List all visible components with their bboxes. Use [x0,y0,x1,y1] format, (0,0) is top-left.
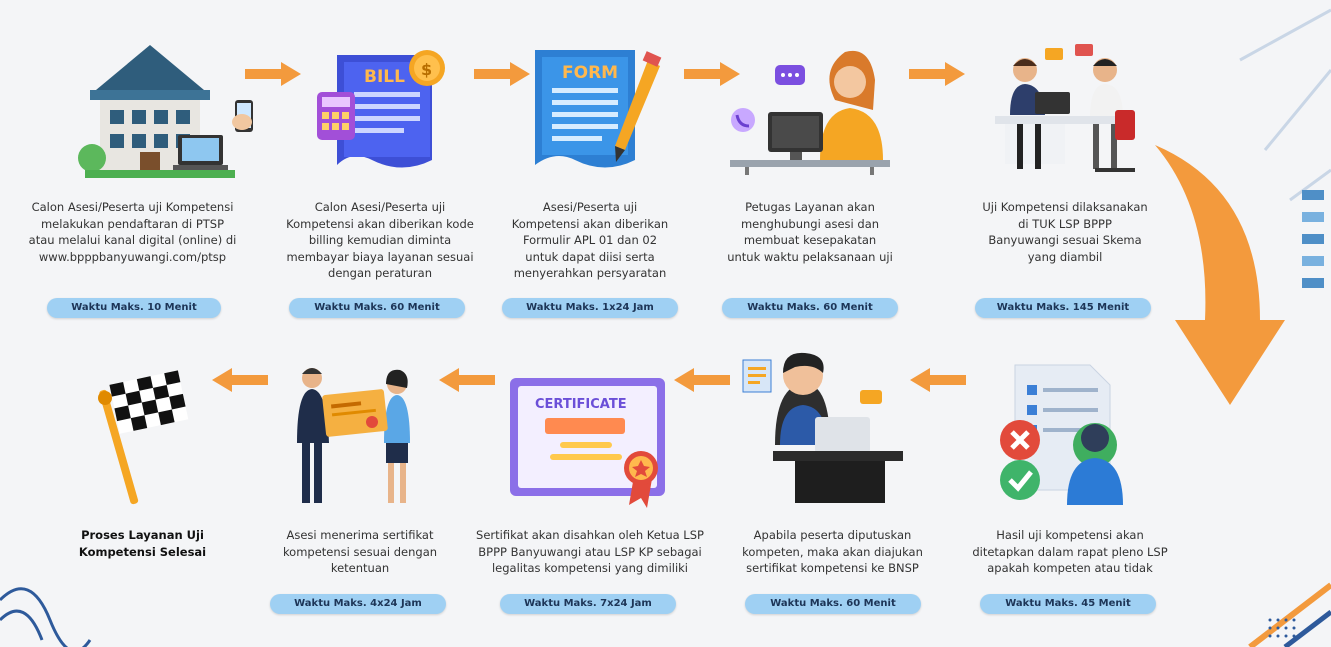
right-arrow-2 [474,62,530,86]
step-9-time-badge: Waktu Maks. 4x24 Jam [270,594,446,614]
finish-flag-icon [98,370,189,505]
right-arrow-3 [684,62,740,86]
step-7-caption: Apabila peserta diputuskan kompeten, mak… [742,528,923,575]
evaluation-icon [1000,364,1123,505]
bill-icon: BILL $ [317,50,445,168]
meeting-icon [995,44,1135,172]
svg-text:$: $ [421,60,432,79]
call-center-icon [730,50,890,175]
step-5-time-badge: Waktu Maks. 145 Menit [975,298,1151,318]
left-arrow-3 [439,368,495,392]
step-2-caption: Calon Asesi/Peserta uji Kompetensi akan … [286,200,474,280]
left-arrow-4 [212,368,268,392]
step-10-caption: Proses Layanan Uji Kompetensi Selesai [78,528,207,559]
stripe-decoration [1302,190,1324,200]
step-5-caption: Uji Kompetensi dilaksanakan di TUK LSP B… [982,200,1148,264]
handover-icon [297,368,410,503]
right-arrow-1 [245,62,301,86]
step-6-time-badge: Waktu Maks. 45 Menit [980,594,1156,614]
left-arrow-2 [674,368,730,392]
step-4-caption: Petugas Layanan akan menghubungi asesi d… [727,200,893,264]
step-2-time-badge: Waktu Maks. 60 Menit [289,298,465,318]
certificate-icon: CERTIFICATE [510,378,665,508]
step-6-caption: Hasil uji kompetensi akan ditetapkan dal… [972,528,1168,575]
left-arrow-1 [910,368,966,392]
step-1-time-badge: Waktu Maks. 10 Menit [47,298,221,318]
building-phone-icon [78,45,253,178]
step-8-time-badge: Waktu Maks. 7x24 Jam [500,594,676,614]
form-label: FORM [562,63,618,83]
step-8-caption: Sertifikat akan disahkan oleh Ketua LSP … [476,528,704,575]
step-3-caption: Asesi/Peserta uji Kompetensi akan diberi… [511,200,669,280]
step-4-time-badge: Waktu Maks. 60 Menit [722,298,898,318]
bill-label: BILL [364,67,405,87]
office-worker-icon [742,352,903,503]
step-1-caption: Calon Asesi/Peserta uji Kompetensi melak… [28,200,237,264]
step-9-caption: Asesi menerima sertifikat kompetensi ses… [282,528,438,575]
certificate-label: CERTIFICATE [535,397,627,412]
right-arrow-4 [909,62,965,86]
form-icon: FORM [535,50,662,168]
step-7-time-badge: Waktu Maks. 60 Menit [745,594,921,614]
curved-turn-arrow [1155,145,1285,405]
step-3-time-badge: Waktu Maks. 1x24 Jam [502,298,678,318]
